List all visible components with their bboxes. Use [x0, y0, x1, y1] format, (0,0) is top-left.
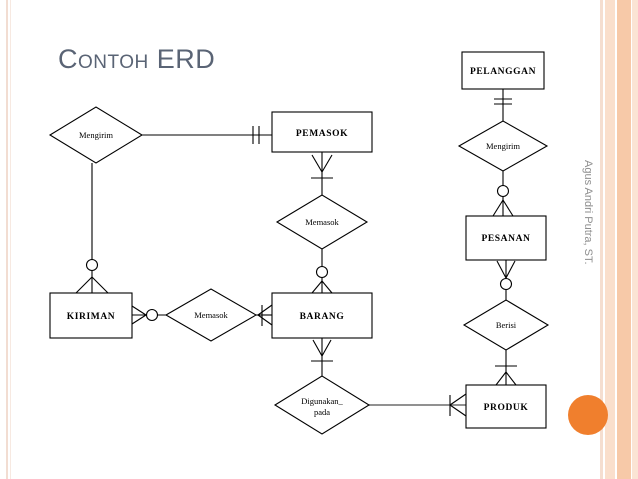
- notation-crowfoot-barangtop-l: [311, 280, 323, 294]
- notation-crowfoot-pesanantop-l: [492, 199, 504, 217]
- entity-pesanan[interactable]: [465, 215, 547, 261]
- relationship-label-memasok-tengah: Memasok: [194, 310, 228, 320]
- notation-crowfoot-pemasokbottom-r: [321, 154, 333, 173]
- notation-zero-circle-pesananbottom: [499, 277, 513, 291]
- decorative-stripe-right-3: [617, 0, 631, 479]
- relationship-memasok-tengah[interactable]: [164, 288, 258, 342]
- notation-crowfoot-barangleft-u: [257, 304, 273, 316]
- decorative-stripe-right-2: [605, 0, 615, 479]
- notation-crowfoot-pemasokbottom-l: [311, 154, 323, 173]
- entity-label-pelanggan: PELANGGAN: [470, 67, 536, 77]
- notation-crowfoot-kiriman-r: [91, 276, 109, 294]
- notation-crowfoot-produktop-r: [505, 371, 517, 386]
- page-title: Contoh ERD: [58, 44, 216, 74]
- entity-pemasok[interactable]: [271, 111, 373, 153]
- notation-crowfoot-barangleft-d: [257, 314, 273, 326]
- entity-label-kiriman: KIRIMAN: [67, 312, 116, 322]
- entity-pelanggan[interactable]: [461, 51, 545, 90]
- notation-crowfoot-produktop-l: [495, 371, 507, 386]
- relationship-label-mengirim-kiri: Mengirim: [79, 130, 113, 140]
- decorative-stripe-right-4: [632, 0, 638, 479]
- notation-crowfoot-barangtop-r: [321, 280, 333, 294]
- notation-crowfoot-pesanantop-r: [502, 199, 514, 217]
- entity-label-produk: PRODUK: [484, 403, 529, 413]
- relationship-memasok-atas[interactable]: [275, 194, 369, 250]
- entity-kiriman[interactable]: [49, 292, 133, 339]
- entity-barang[interactable]: [271, 292, 373, 339]
- relationship-mengirim-kiri[interactable]: [48, 106, 144, 164]
- relationship-label-mengirim-kanan: Mengirim: [486, 141, 520, 151]
- notation-crowfoot-kirimanright-d: [131, 314, 147, 325]
- notation-crowfoot-barangbottom-l: [312, 339, 323, 357]
- notation-zero-circle-kirimanright: [145, 308, 159, 322]
- notation-crowfoot-kirimanright-u: [131, 305, 147, 316]
- notation-crowfoot-pesananbottom-l: [496, 260, 507, 279]
- notation-crowfoot-produkleft-u: [449, 393, 467, 406]
- relationship-label-digunakan-pada-line2: pada: [314, 407, 330, 417]
- relationship-mengirim-kanan[interactable]: [457, 120, 549, 172]
- notation-zero-circle-pesanantop: [496, 184, 510, 198]
- decorative-stripe-left-outer: [6, 0, 8, 479]
- entity-produk[interactable]: [465, 384, 547, 429]
- relationship-berisi[interactable]: [462, 299, 550, 351]
- decorative-stripe-left-inner: [10, 0, 11, 479]
- notation-crowfoot-produkleft-d: [449, 404, 467, 417]
- relationship-digunakan-pada[interactable]: [273, 375, 371, 435]
- relationship-label-memasok-atas: Memasok: [305, 217, 339, 227]
- entity-label-pesanan: PESANAN: [481, 234, 530, 244]
- relationship-label-digunakan-pada-line1: Digunakan_: [301, 396, 343, 406]
- relationship-label-berisi: Berisi: [496, 320, 517, 330]
- entity-label-barang: BARANG: [300, 312, 345, 322]
- entity-label-pemasok: PEMASOK: [296, 129, 348, 139]
- decorative-stripe-right-1: [600, 0, 603, 479]
- notation-zero-circle-kiriman: [85, 258, 99, 272]
- notation-crowfoot-barangbottom-r: [321, 339, 332, 357]
- notation-crowfoot-kiriman-l: [75, 276, 93, 294]
- notation-crowfoot-pesananbottom-r: [505, 260, 516, 279]
- notation-zero-circle-barangtop: [315, 265, 329, 279]
- orange-circle-decoration-icon: [568, 395, 608, 435]
